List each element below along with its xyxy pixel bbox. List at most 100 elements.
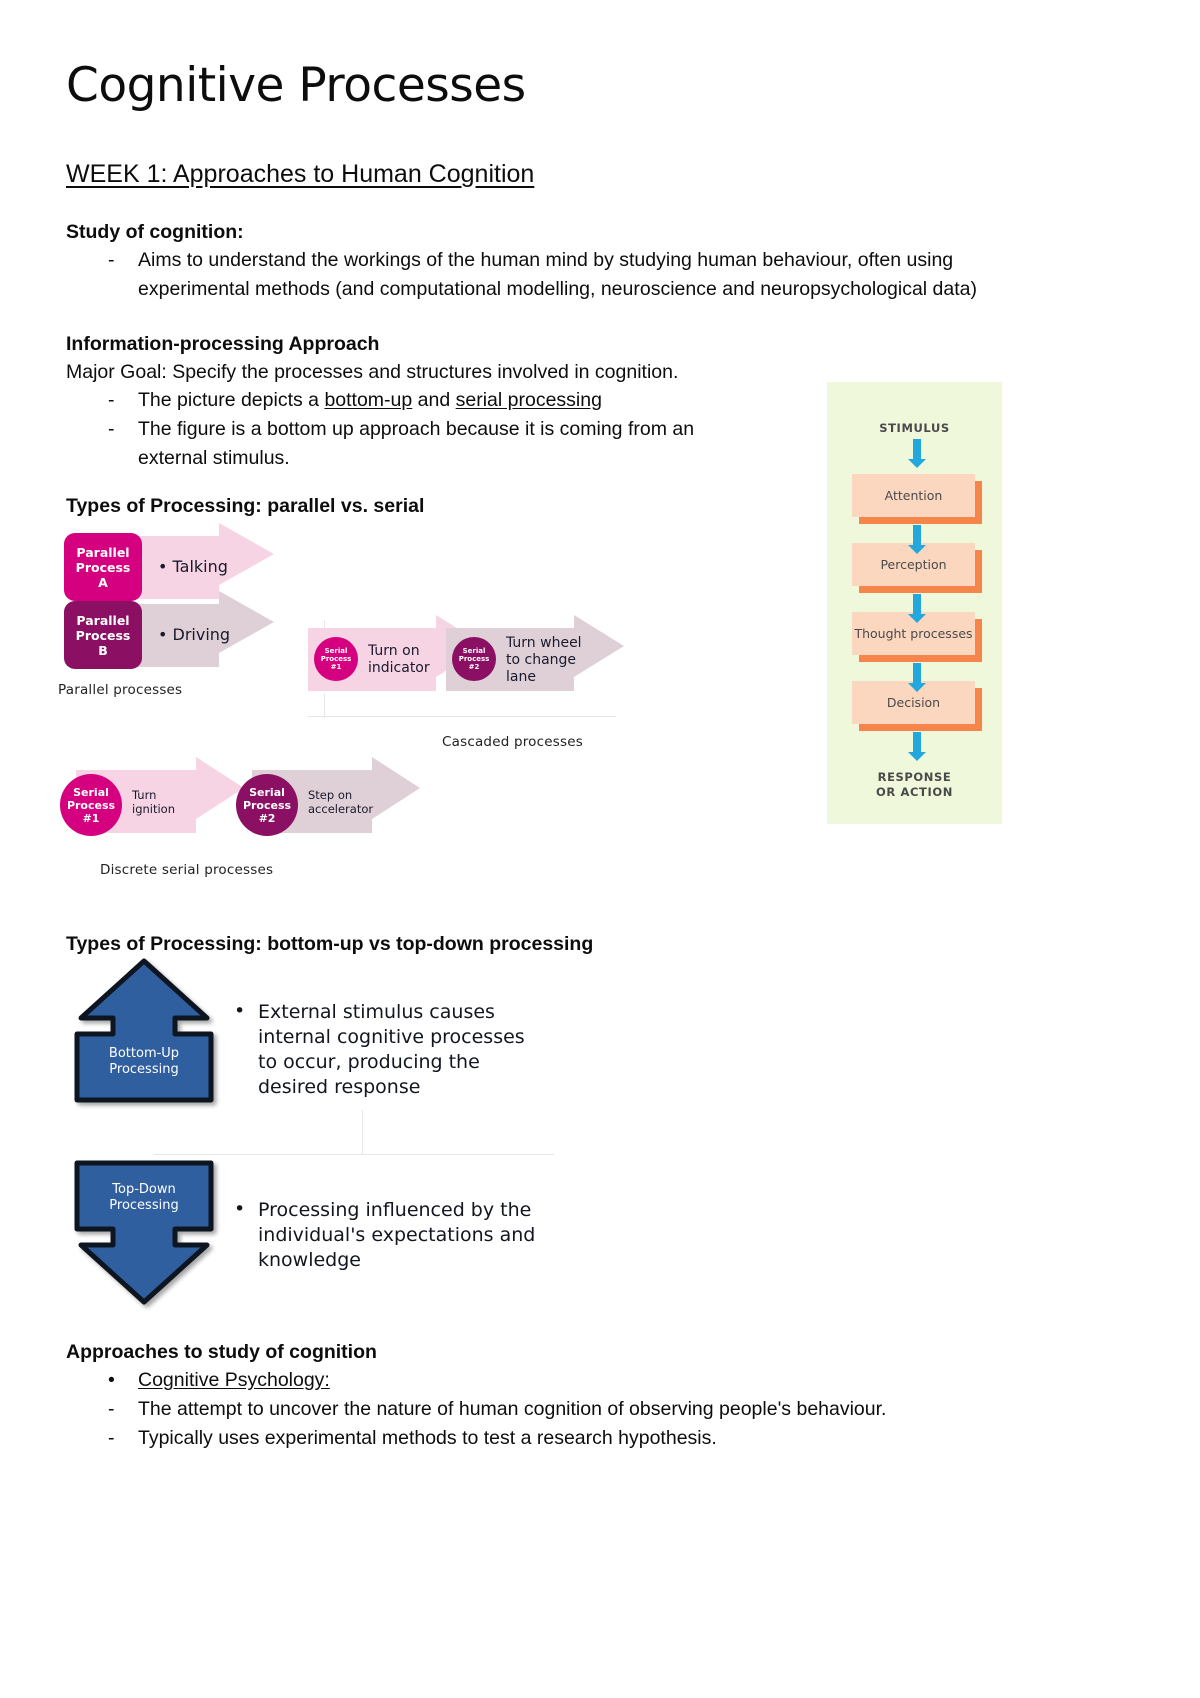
ip-response-line-2: OR ACTION	[876, 785, 953, 799]
discrete-label-2: Step on accelerator	[308, 788, 373, 816]
bottom-up-text-line3: to occur, producing the	[258, 1051, 480, 1073]
discrete-circle-2-line3: #2	[258, 811, 276, 825]
ip-arrow-icon-3	[908, 594, 926, 623]
section-information-processing: Information-processing Approach Major Go…	[66, 330, 766, 473]
cascaded-circle-1-line1: Serial	[324, 647, 348, 655]
discrete-circle-1-line2: Process	[66, 798, 116, 812]
discrete-processes-caption: Discrete serial processes	[100, 862, 274, 878]
cognitive-psychology-label: Cognitive Psychology:	[138, 1369, 330, 1391]
discrete-label-2-line1: Step on	[308, 788, 353, 802]
cascaded-circle-1-line2: Process	[320, 655, 352, 663]
ip-arrow-icon-2	[908, 525, 926, 554]
approaches-dot-list: Cognitive Psychology:	[66, 1366, 1066, 1395]
ip-arrow-icon-1	[908, 439, 926, 468]
section-approaches: Approaches to study of cognition Cogniti…	[66, 1338, 1066, 1453]
bullet-underline-bottom-up: bottom-up	[324, 389, 413, 411]
approaches-heading: Approaches to study of cognition	[66, 1341, 377, 1363]
ip-box-attention: Attention	[852, 474, 975, 517]
bottom-up-text-line1: External stimulus causes	[258, 1001, 495, 1023]
top-down-text-line1: Processing influenced by the	[258, 1199, 532, 1221]
types-parallel-serial-heading: Types of Processing: parallel vs. serial	[66, 495, 425, 517]
bottomup-hairline	[362, 1110, 363, 1154]
top-down-text-line2: individual's expectations and	[258, 1224, 536, 1246]
pill-b-line3: B	[98, 642, 108, 658]
top-down-label-line1: Top-Down	[112, 1182, 176, 1197]
bullet-marker: •	[234, 1198, 246, 1220]
pill-b-line2: Process	[75, 627, 131, 643]
cascaded-label-1: Turn on indicator	[368, 643, 430, 677]
bottomup-divider	[154, 1154, 554, 1155]
ip-response-line-1: RESPONSE	[877, 770, 952, 784]
bullet-underline-serial-processing: serial processing	[455, 389, 602, 411]
information-processing-flow-figure: STIMULUS Attention Perception Thought pr…	[827, 382, 1002, 824]
cascaded-arrow-2	[446, 615, 624, 691]
discrete-label-1-line1: Turn	[132, 788, 157, 802]
study-heading: Study of cognition:	[66, 221, 244, 243]
discrete-label-2-line2: accelerator	[308, 802, 374, 816]
cascaded-label-1-line2: indicator	[368, 660, 430, 676]
cascaded-label-1-line1: Turn on	[368, 643, 420, 659]
list-item: Typically uses experimental methods to t…	[66, 1424, 1066, 1453]
types-bottomup-topdown-heading: Types of Processing: bottom-up vs top-do…	[66, 933, 594, 955]
bottom-up-description: • External stimulus causes internal cogn…	[234, 1000, 588, 1100]
bottomup-topdown-figure: Bottom-Up Processing • External stimulus…	[66, 958, 626, 1305]
bullet-marker: •	[234, 1000, 246, 1022]
discrete-circle-1-line1: Serial	[73, 785, 109, 799]
bottom-up-text-line4: desired response	[258, 1076, 421, 1098]
ip-response-label: RESPONSE OR ACTION	[827, 770, 1002, 800]
top-down-arrow-label: Top-Down Processing	[74, 1182, 214, 1214]
discrete-label-1-line2: ignition	[132, 802, 176, 816]
list-item: The picture depicts a bottom-up and seri…	[66, 386, 766, 415]
parallel-label-driving: • Driving	[158, 625, 231, 644]
bottom-up-arrow-label: Bottom-Up Processing	[74, 1046, 214, 1078]
info-heading: Information-processing Approach	[66, 333, 380, 355]
ip-arrow-icon-5	[908, 732, 926, 761]
bottom-up-text-line2: internal cognitive processes	[258, 1026, 525, 1048]
pill-b-line1: Parallel	[76, 612, 130, 628]
section-study-of-cognition: Study of cognition: Aims to understand t…	[66, 218, 1026, 304]
cascaded-circle-1-line3: #1	[330, 663, 342, 671]
ip-arrow-icon-4	[908, 663, 926, 692]
bottom-up-label-line2: Processing	[109, 1062, 179, 1077]
top-down-description: • Processing influenced by the individua…	[234, 1198, 598, 1273]
cascaded-processes-caption: Cascaded processes	[442, 734, 583, 750]
parallel-processes-caption: Parallel processes	[58, 682, 183, 698]
study-bullet-list: Aims to understand the workings of the h…	[66, 246, 1026, 304]
cascaded-circle-2: Serial Process #2	[452, 637, 496, 681]
list-item: Aims to understand the workings of the h…	[66, 246, 1026, 304]
top-down-text-line3: knowledge	[258, 1249, 361, 1271]
pill-a-line3: A	[98, 574, 108, 590]
pill-a-line1: Parallel	[76, 544, 130, 560]
info-bullet-list: The picture depicts a bottom-up and seri…	[66, 386, 766, 473]
cascaded-circle-1: Serial Process #1	[314, 637, 358, 681]
list-item: The attempt to uncover the nature of hum…	[66, 1395, 1066, 1424]
bullet-pre: The picture depicts a	[138, 389, 325, 411]
parallel-label-talking: • Talking	[158, 557, 228, 576]
cascaded-label-2: Turn wheel to change lane	[506, 635, 582, 686]
list-item: The figure is a bottom up approach becau…	[66, 415, 726, 473]
discrete-circle-2: Serial Process #2	[236, 774, 298, 836]
cascaded-divider	[308, 716, 616, 717]
parallel-serial-figure: • Talking Parallel Process A • Driving P…	[56, 523, 676, 914]
cascaded-label-2-line1: Turn wheel	[506, 635, 582, 651]
ip-stimulus-label: STIMULUS	[879, 421, 950, 435]
discrete-circle-1-line3: #1	[82, 811, 100, 825]
list-item: Cognitive Psychology:	[66, 1366, 1066, 1395]
page-title: Cognitive Processes	[66, 58, 526, 113]
discrete-circle-1: Serial Process #1	[60, 774, 122, 836]
cascaded-circle-2-line3: #2	[468, 663, 480, 671]
cascaded-circle-2-line2: Process	[458, 655, 490, 663]
discrete-circle-2-line2: Process	[242, 798, 292, 812]
top-down-label-line2: Processing	[109, 1198, 179, 1213]
discrete-label-1: Turn ignition	[132, 788, 175, 816]
section-types-parallel-serial: Types of Processing: parallel vs. serial	[66, 492, 424, 520]
bullet-mid: and	[412, 389, 456, 411]
pill-a-line2: Process	[75, 559, 131, 575]
major-goal-text: Major Goal: Specify the processes and st…	[66, 361, 679, 383]
bottom-up-label-line1: Bottom-Up	[108, 1046, 180, 1061]
parallel-process-a-pill: Parallel Process A	[64, 533, 142, 601]
week-heading: WEEK 1: Approaches to Human Cognition	[66, 160, 535, 188]
cascaded-label-2-line2: to change	[506, 652, 577, 668]
bottom-up-arrow-icon: Bottom-Up Processing	[74, 958, 214, 1103]
